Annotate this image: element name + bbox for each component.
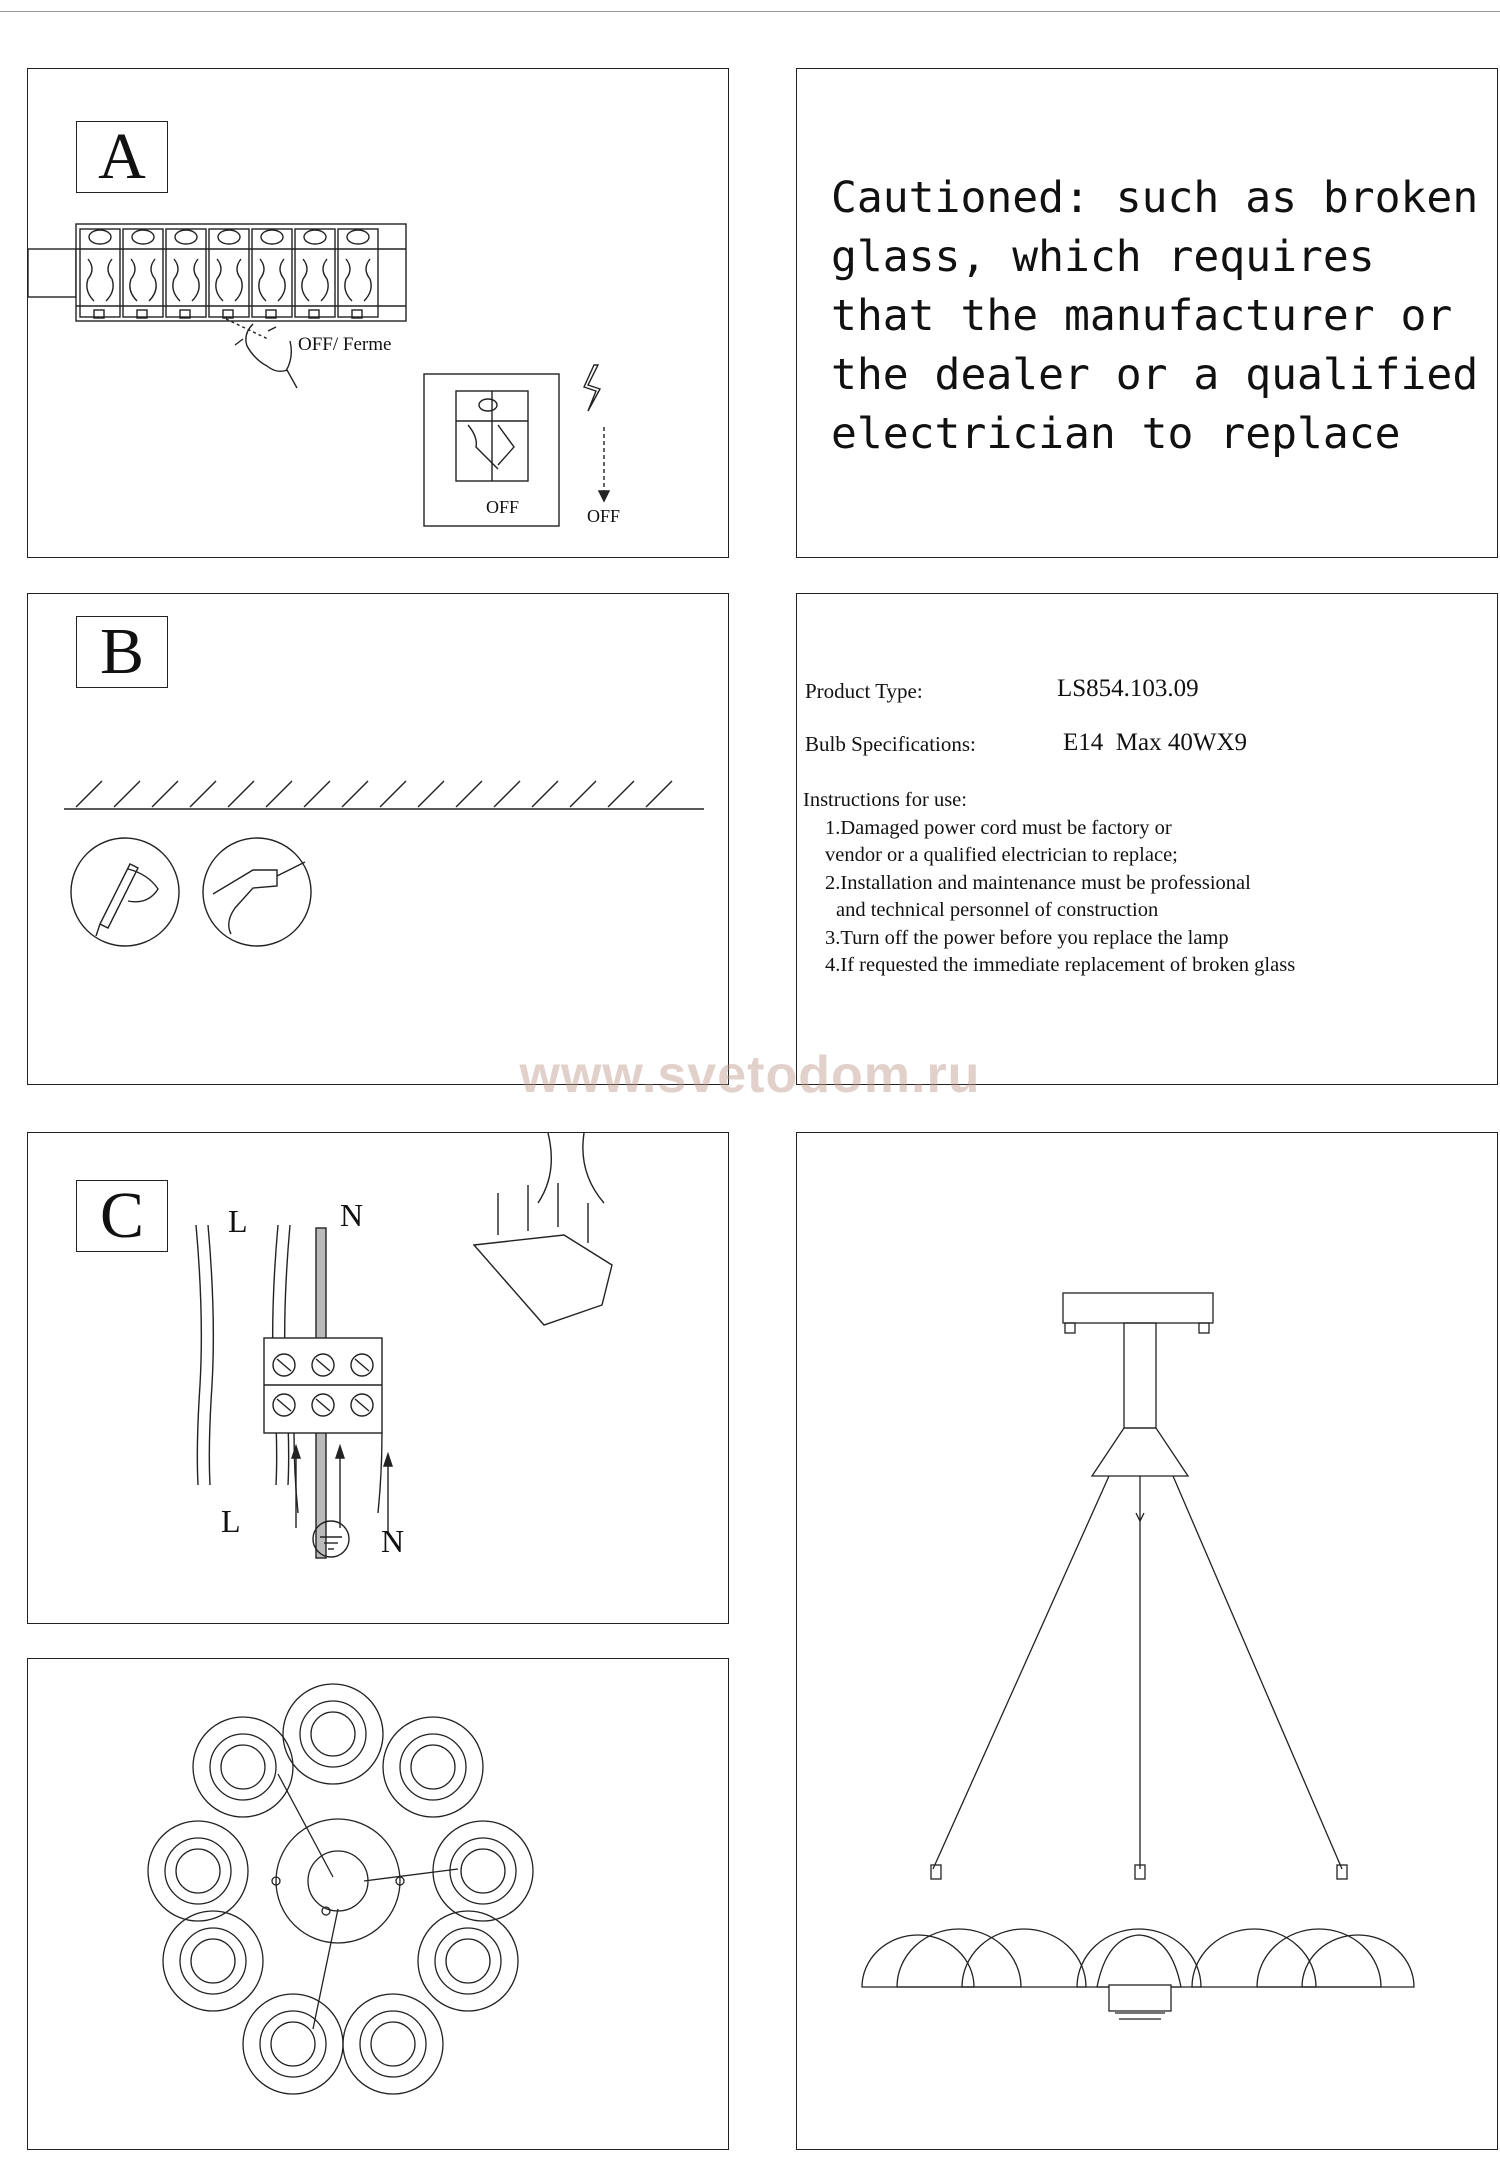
lightning-icon xyxy=(583,364,602,412)
instruction-item: 4.If requested the immediate replacement… xyxy=(825,954,1296,976)
caution-line: the dealer or a qualified xyxy=(831,350,1479,400)
label-n-bottom: N xyxy=(381,1523,405,1559)
product-type-value: LS854.103.09 xyxy=(1057,675,1199,702)
chandelier-side-view xyxy=(861,1292,1415,2020)
instruction-item: and technical personnel of construction xyxy=(836,899,1159,921)
top-rule xyxy=(0,11,1500,12)
label-l-top: L xyxy=(228,1203,248,1239)
top-view-panel xyxy=(27,1658,729,2150)
label-n-top: N xyxy=(340,1197,364,1233)
bulb-spec-label: Bulb Specifications: xyxy=(805,732,976,756)
caution-line: Cautioned: such as broken xyxy=(831,173,1479,223)
caution-line: that the manufacturer or xyxy=(831,291,1453,341)
bulb-spec-value: E14 Max 40WX9 xyxy=(1063,729,1247,756)
caution-panel: Cautioned: such as broken glass, which r… xyxy=(796,68,1498,558)
step-letter-c: C xyxy=(76,1180,168,1252)
caution-text: Cautioned: such as broken glass, which r… xyxy=(831,169,1478,464)
arrow-off-label: OFF xyxy=(587,506,621,526)
instructions: Instructions for use: 1.Damaged power co… xyxy=(803,787,1295,980)
panel-c: C L N L N xyxy=(27,1132,729,1624)
terminal-block-icon xyxy=(472,1133,613,1326)
breaker-modules xyxy=(79,228,379,319)
switch-off-label: OFF xyxy=(486,497,520,517)
globe-shades xyxy=(861,1928,1415,1988)
instruction-item: 3.Turn off the power before you replace … xyxy=(825,926,1229,949)
chandelier-top-view xyxy=(147,1683,534,2095)
off-ferme-label: OFF/ Ferme xyxy=(298,334,392,355)
label-l-bottom: L xyxy=(221,1503,241,1539)
specs-panel: Product Type: LS854.103.09 Bulb Specific… xyxy=(796,593,1498,1085)
wiring-diagram xyxy=(195,1133,613,1559)
pencil-icon xyxy=(95,863,159,937)
caution-line: glass, which requires xyxy=(831,232,1375,282)
panel-b: B xyxy=(27,593,729,1085)
watermark: www.svetodom.ru xyxy=(519,1046,981,1104)
breaker-illustration xyxy=(28,223,611,527)
instructions-title: Instructions for use: xyxy=(803,789,967,811)
ceiling-drilling-illustration xyxy=(64,780,704,947)
instruction-item: 2.Installation and maintenance must be p… xyxy=(825,871,1251,894)
step-letter-a: A xyxy=(76,121,168,193)
ceiling-hatch xyxy=(75,780,673,808)
instruction-item: 1.Damaged power cord must be factory or xyxy=(825,816,1172,839)
instruction-item: vendor or a qualified electrician to rep… xyxy=(825,844,1178,866)
caution-line: electrician to replace xyxy=(831,409,1401,459)
panel-a: A OFF/ Ferme OFF OFF xyxy=(27,68,729,558)
step-letter-b: B xyxy=(76,616,168,688)
side-view-panel xyxy=(796,1132,1498,2150)
drill-icon xyxy=(212,861,306,935)
product-type-label: Product Type: xyxy=(805,679,923,703)
hand-icon xyxy=(234,323,298,389)
ground-icon xyxy=(312,1520,350,1558)
